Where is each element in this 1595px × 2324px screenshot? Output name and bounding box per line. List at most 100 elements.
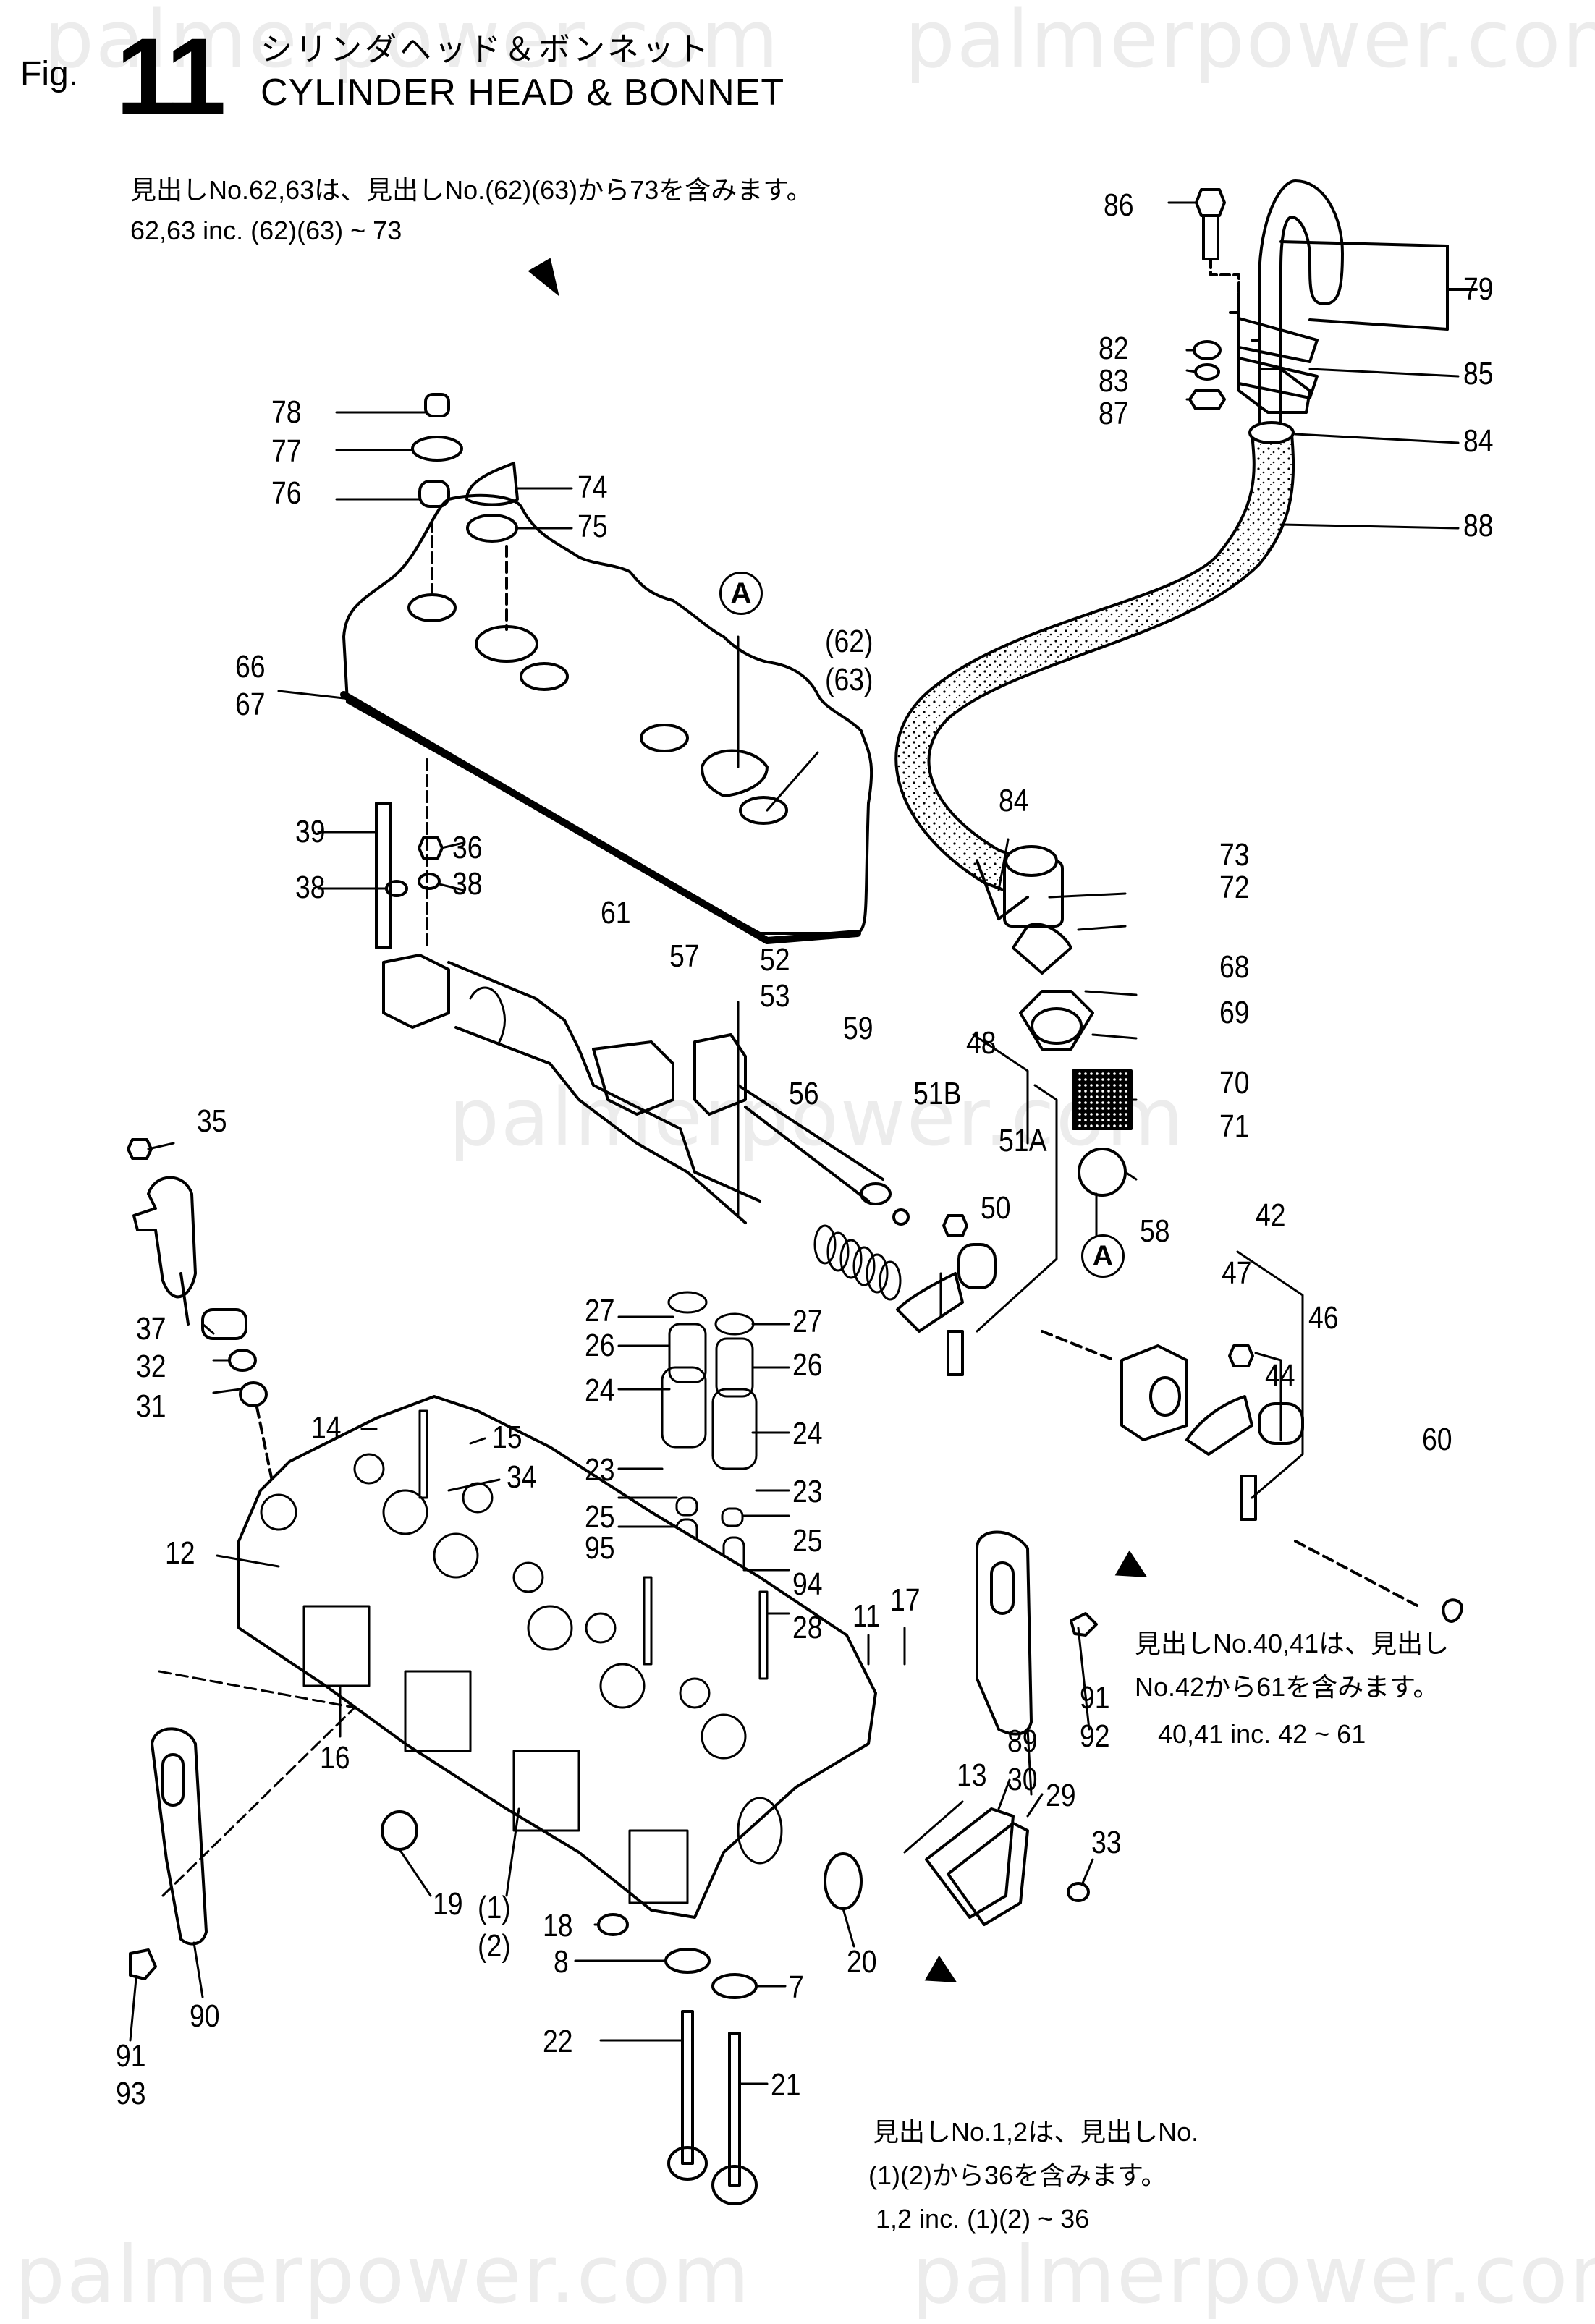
callout-8: 8 <box>554 1944 569 1980</box>
callout-36: 36 <box>452 830 483 865</box>
callout-17: 17 <box>890 1582 921 1618</box>
callout-57: 57 <box>669 938 700 974</box>
callout-56: 56 <box>789 1076 819 1111</box>
callout-13: 13 <box>957 1757 987 1793</box>
callout-75: 75 <box>578 509 608 544</box>
callout-51b: 51B <box>913 1076 962 1111</box>
note-head-english: 1,2 inc. (1)(2) ~ 36 <box>876 2204 1090 2234</box>
callout-39: 39 <box>295 814 326 849</box>
watermark-top-left: palmerpower.com <box>43 0 780 85</box>
callout-16: 16 <box>320 1740 350 1776</box>
callout-94: 94 <box>792 1566 823 1602</box>
bonnet-cover <box>342 493 873 935</box>
callout-50: 50 <box>981 1190 1011 1226</box>
callout-32: 32 <box>136 1349 166 1384</box>
callout-61: 61 <box>601 895 631 930</box>
callout-63: (63) <box>825 662 873 697</box>
callout-18: 18 <box>543 1908 573 1943</box>
callout-38-right: 38 <box>452 866 483 902</box>
callout-23-right: 23 <box>792 1474 823 1509</box>
callout-89: 89 <box>1007 1723 1038 1759</box>
callout-69: 69 <box>1219 995 1250 1030</box>
callout-44: 44 <box>1265 1358 1295 1394</box>
callout-26-right: 26 <box>792 1347 823 1383</box>
callout-25-right: 25 <box>792 1523 823 1558</box>
callout-91-right: 91 <box>1080 1680 1110 1716</box>
breather-hose <box>894 433 1295 895</box>
callout-78: 78 <box>271 394 302 430</box>
callout-67: 67 <box>235 687 266 722</box>
callout-12: 12 <box>165 1535 195 1571</box>
note-bonnet-english: 62,63 inc. (62)(63) ~ 73 <box>130 216 402 245</box>
lifting-eye-90 <box>151 1727 208 1946</box>
callout-88: 88 <box>1463 508 1494 543</box>
callout-28: 28 <box>792 1610 823 1645</box>
callout-73: 73 <box>1219 837 1250 873</box>
figure-title-english: CYLINDER HEAD & BONNET <box>261 72 785 114</box>
callout-38-left: 38 <box>295 870 326 905</box>
callout-53: 53 <box>760 978 790 1014</box>
callout-51a: 51A <box>999 1123 1047 1158</box>
callout-68: 68 <box>1219 949 1250 985</box>
callout-62: (62) <box>825 624 873 659</box>
note-bonnet-japanese: 見出しNo.62,63は、見出しNo.(62)(63)から73を含みます。 <box>130 175 813 205</box>
reference-marker-a-filter: A <box>1081 1234 1125 1278</box>
figure-prefix: Fig. <box>20 55 79 93</box>
callout-20: 20 <box>847 1944 877 1980</box>
callout-26-left: 26 <box>585 1328 615 1363</box>
callout-82: 82 <box>1099 331 1129 366</box>
callout-1: (1) <box>478 1890 511 1925</box>
callout-24-right: 24 <box>792 1416 823 1451</box>
callout-48: 48 <box>966 1025 997 1061</box>
callout-33: 33 <box>1091 1825 1122 1860</box>
callout-74: 74 <box>578 470 608 505</box>
callout-95: 95 <box>585 1530 615 1566</box>
callout-90: 90 <box>190 1998 220 2034</box>
callout-52: 52 <box>760 942 790 977</box>
callout-23-left: 23 <box>585 1452 615 1488</box>
callout-46: 46 <box>1308 1300 1339 1336</box>
callout-37: 37 <box>136 1311 166 1347</box>
note-head-japanese-2: (1)(2)から36を含みます。 <box>868 2160 1167 2190</box>
callout-83: 83 <box>1099 363 1129 399</box>
breather-pipe <box>1229 179 1478 428</box>
callout-86: 86 <box>1104 187 1134 223</box>
callout-15: 15 <box>492 1420 522 1455</box>
callout-34: 34 <box>507 1459 537 1495</box>
callout-21: 21 <box>771 2067 801 2103</box>
callout-25-left: 25 <box>585 1499 615 1535</box>
watermark-bottom-right: palmerpower.com <box>912 2228 1595 2321</box>
callout-47: 47 <box>1222 1255 1252 1291</box>
note-rocker-japanese-1: 見出しNo.40,41は、見出し <box>1135 1629 1450 1658</box>
figure-number: 11 <box>116 15 227 137</box>
callout-79: 79 <box>1463 271 1494 307</box>
callout-77: 77 <box>271 433 302 469</box>
callout-85: 85 <box>1463 356 1494 391</box>
watermark-middle: palmerpower.com <box>449 1071 1185 1163</box>
callout-66: 66 <box>235 649 266 684</box>
callout-87: 87 <box>1099 396 1129 431</box>
callout-14: 14 <box>311 1410 342 1446</box>
callout-27-left: 27 <box>585 1293 615 1328</box>
callout-2: (2) <box>478 1928 511 1964</box>
callout-93: 93 <box>116 2076 146 2111</box>
callout-31: 31 <box>136 1388 166 1424</box>
callout-35: 35 <box>197 1103 227 1139</box>
spring-59 <box>813 1224 902 1301</box>
callout-71: 71 <box>1219 1108 1250 1144</box>
callout-84-elbow: 84 <box>999 783 1029 818</box>
callout-24-left: 24 <box>585 1373 615 1408</box>
watermark-bottom-left: palmerpower.com <box>14 2228 751 2321</box>
lifting-eye-89 <box>976 1530 1033 1736</box>
callout-22: 22 <box>543 2024 573 2059</box>
note-head-japanese-1: 見出しNo.1,2は、見出しNo. <box>873 2117 1199 2147</box>
note-rocker-japanese-2: No.42から61を含みます。 <box>1135 1672 1439 1702</box>
cylinder-head <box>237 1395 877 1919</box>
callout-72: 72 <box>1219 870 1250 905</box>
callout-60: 60 <box>1422 1422 1452 1457</box>
callout-70: 70 <box>1219 1065 1250 1100</box>
callout-7: 7 <box>789 1969 804 2005</box>
watermark-top-right: palmerpower.com <box>905 0 1595 85</box>
bolt-86 <box>1195 188 1240 294</box>
